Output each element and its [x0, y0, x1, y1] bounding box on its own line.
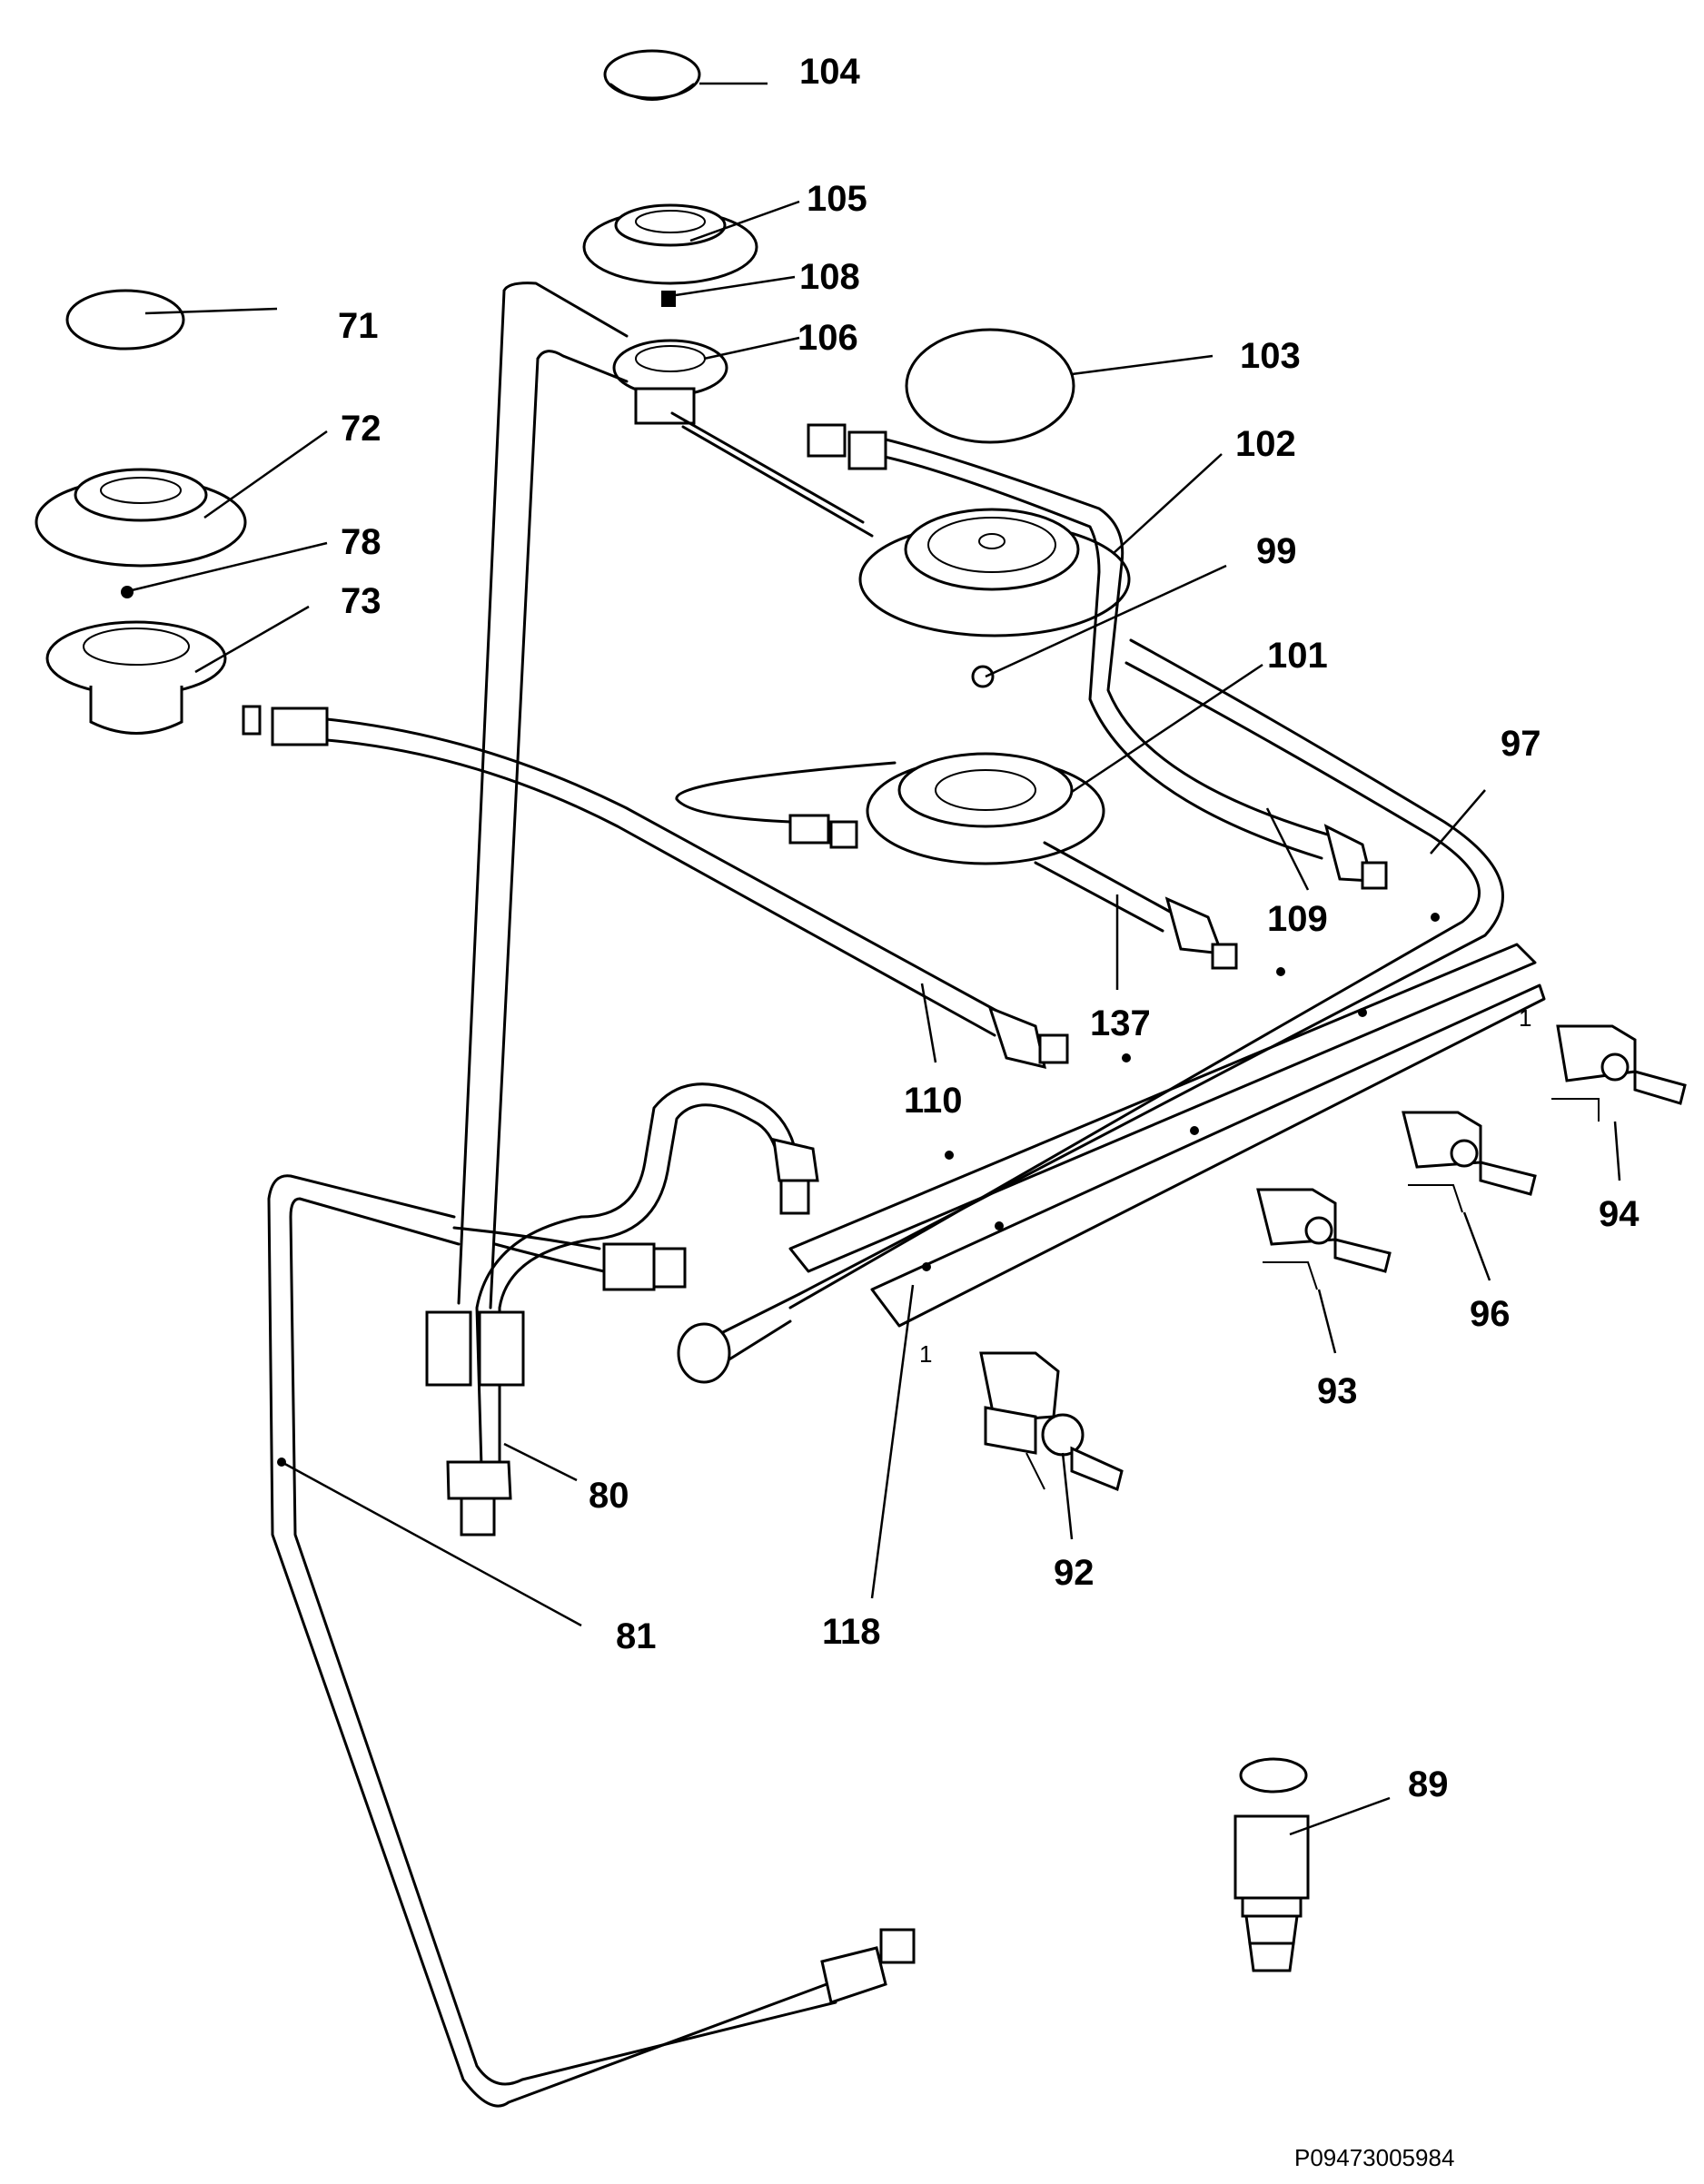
svg-text:1: 1 — [1519, 1004, 1531, 1032]
part-72-burner-crown — [35, 468, 247, 568]
part-99-screw — [971, 665, 995, 688]
callout-78: 78 — [341, 522, 381, 562]
svg-text:1: 1 — [919, 1340, 932, 1368]
gas-pipe-97 — [677, 638, 1505, 1384]
callout-73: 73 — [341, 581, 381, 621]
part-89-hose-fitting — [1233, 1757, 1310, 1972]
part-78-screw — [121, 586, 134, 598]
callout-81: 81 — [616, 1616, 657, 1656]
part-108-screw — [661, 291, 676, 307]
callout-99: 99 — [1256, 531, 1297, 571]
rail-118: 1 1 — [788, 943, 1546, 1368]
callout-106: 106 — [798, 318, 858, 358]
callout-labels: 104 105 108 106 71 103 72 102 78 73 99 1… — [338, 52, 1640, 1804]
callout-118: 118 — [822, 1612, 881, 1652]
callout-110: 110 — [904, 1081, 963, 1121]
part-101-burner — [866, 752, 1105, 865]
callout-97: 97 — [1501, 724, 1541, 764]
callout-109: 109 — [1267, 899, 1328, 939]
callout-93: 93 — [1317, 1371, 1358, 1411]
gas-pipe-137 — [1034, 841, 1238, 970]
callout-104: 104 — [799, 52, 860, 92]
callout-80: 80 — [589, 1476, 629, 1516]
leader-lines — [131, 82, 1621, 1836]
part-96-tap — [1402, 1111, 1537, 1213]
callout-71: 71 — [338, 306, 379, 346]
callout-101: 101 — [1267, 636, 1328, 676]
callout-108: 108 — [799, 257, 860, 297]
part-94-tap — [1551, 1024, 1687, 1122]
callout-96: 96 — [1470, 1294, 1511, 1334]
callout-72: 72 — [341, 409, 381, 449]
callout-103: 103 — [1240, 336, 1301, 376]
callout-102: 102 — [1235, 424, 1296, 464]
part-102-burner — [858, 508, 1131, 637]
gas-pipe-81 — [267, 1174, 916, 2108]
reference-code: P09473005984 — [1294, 2144, 1454, 2171]
part-105-burner-crown — [582, 203, 758, 285]
part-92-tap — [979, 1351, 1124, 1492]
callout-94: 94 — [1599, 1194, 1640, 1234]
part-104-cap — [603, 49, 701, 101]
gas-pipe-80 — [425, 1082, 819, 1537]
callout-89: 89 — [1408, 1764, 1449, 1804]
part-103-cap — [905, 328, 1075, 444]
part-106-burner-base — [612, 339, 728, 425]
callout-92: 92 — [1054, 1553, 1095, 1593]
callout-137: 137 — [1090, 1003, 1151, 1043]
gas-pipe-101-loop — [675, 761, 897, 849]
part-71-cap — [65, 289, 185, 351]
gas-pipe-vertical-left — [457, 282, 874, 1309]
gas-pipe-109 — [807, 423, 1388, 890]
part-73-burner-base — [45, 620, 227, 735]
part-93-tap — [1256, 1188, 1392, 1290]
callout-105: 105 — [807, 179, 867, 219]
gas-pipe-horizontal-mid — [452, 1226, 687, 1291]
gas-pipe-110 — [242, 705, 1069, 1070]
